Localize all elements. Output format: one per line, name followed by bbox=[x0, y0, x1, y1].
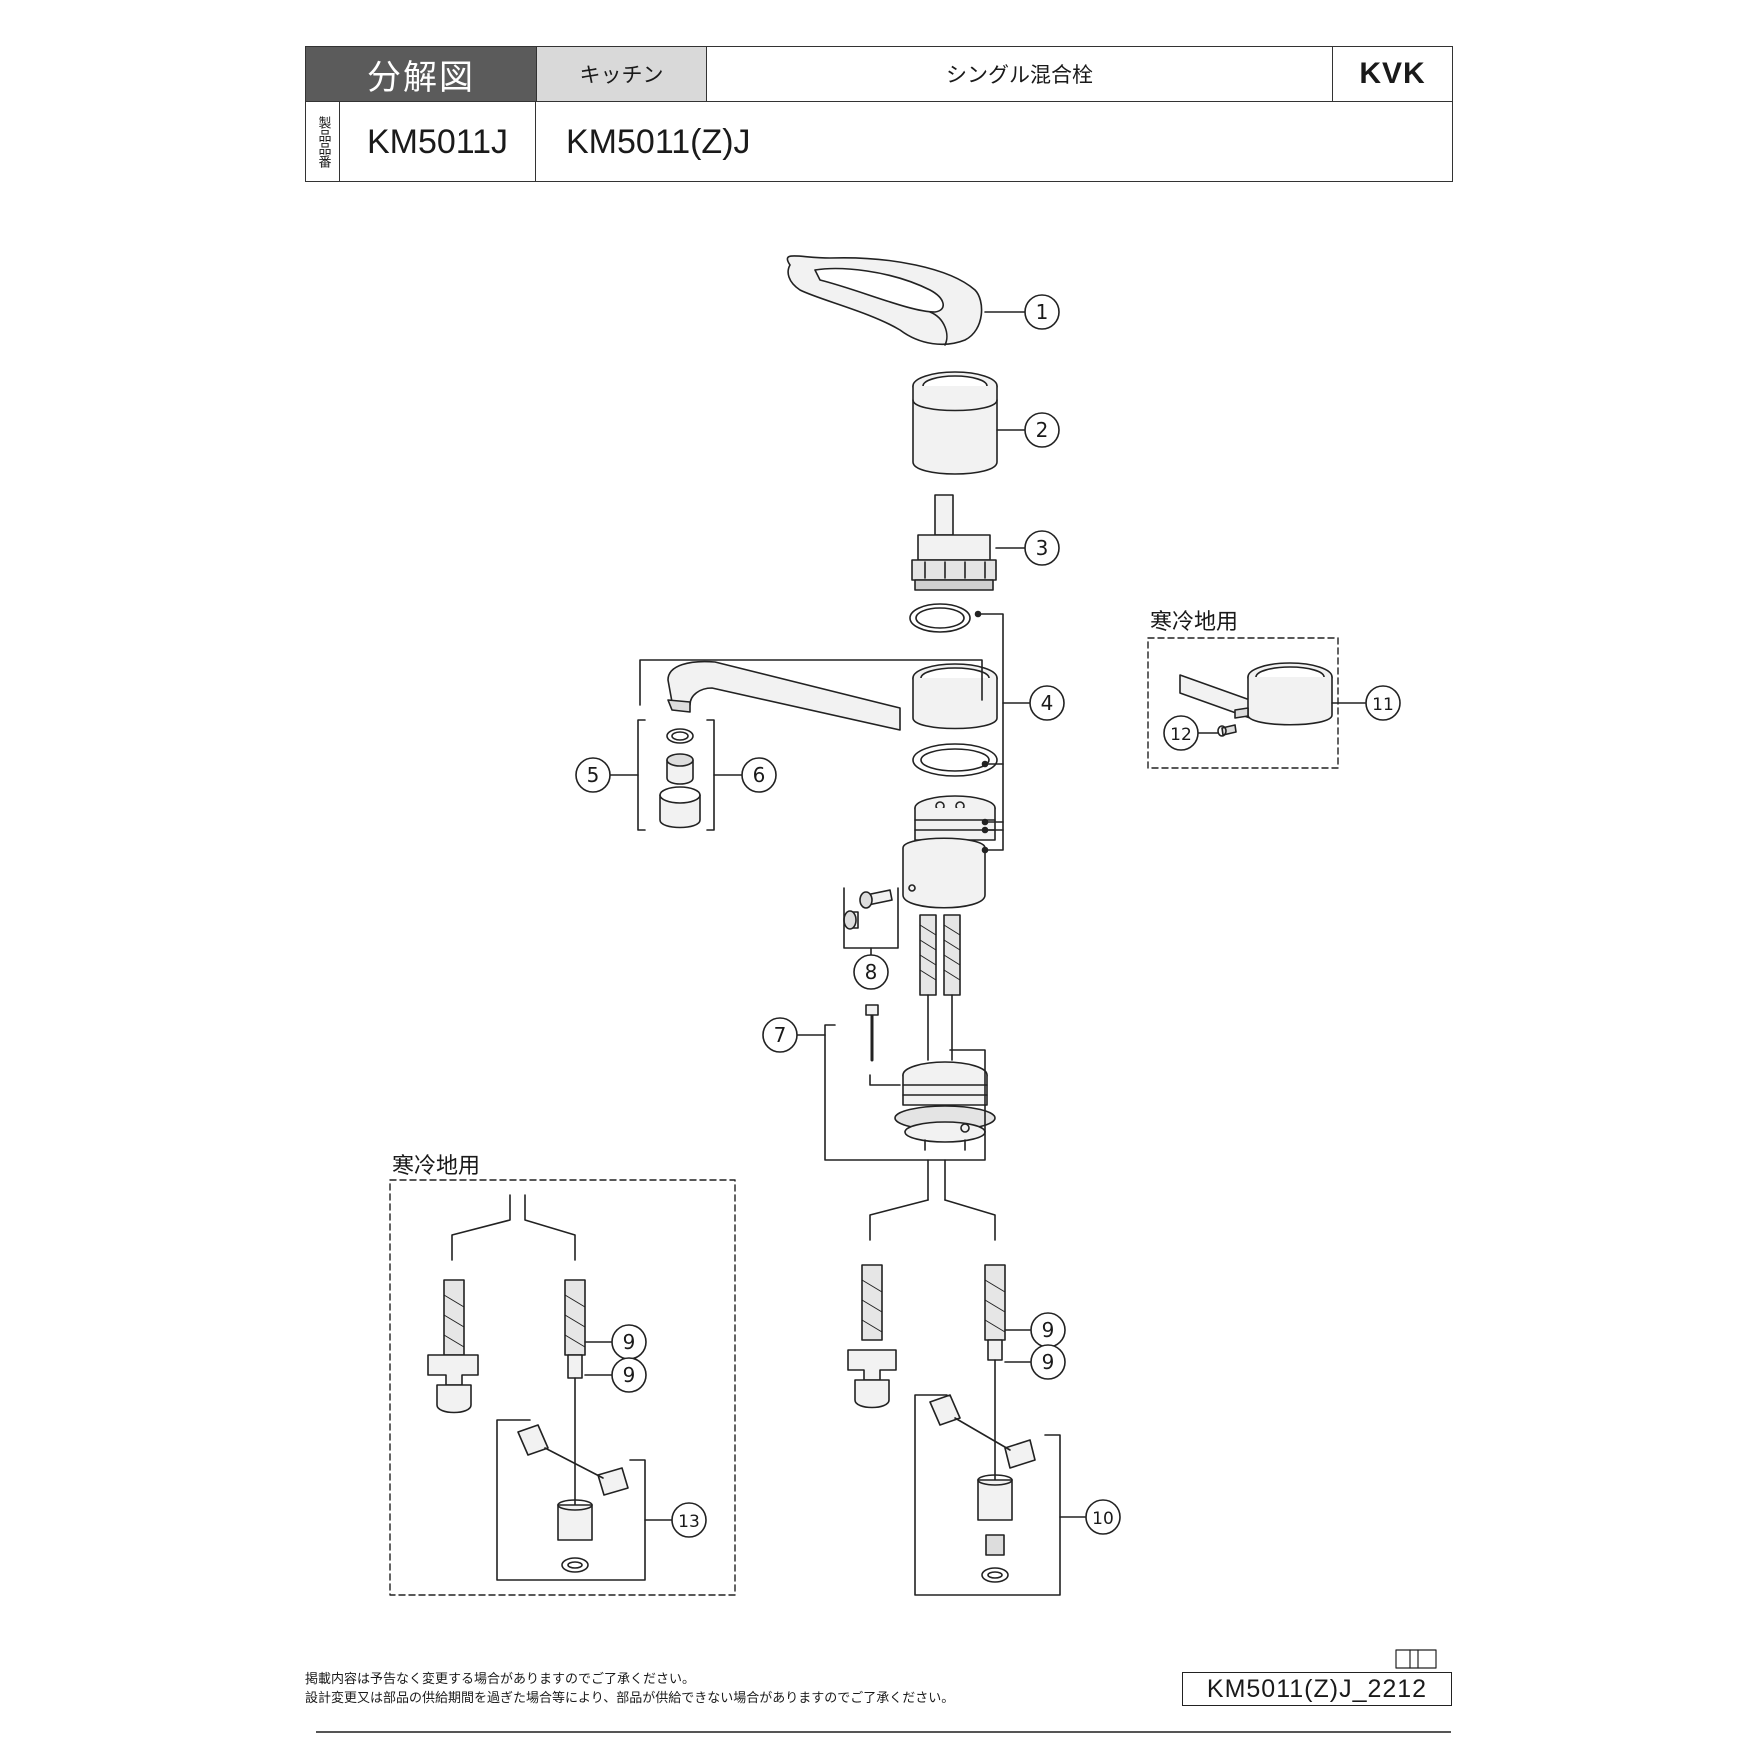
row-divider bbox=[306, 101, 1452, 102]
cover-cap-part bbox=[912, 371, 998, 475]
callout-9-right-lower: 9 bbox=[1030, 1344, 1066, 1380]
callout-8: 8 bbox=[853, 954, 889, 990]
svg-text:5: 5 bbox=[587, 763, 600, 787]
cold-region-inlet-set-part bbox=[517, 1424, 629, 1573]
callout-12: 12 bbox=[1163, 715, 1199, 751]
svg-text:10: 10 bbox=[1092, 1509, 1114, 1529]
cold-region-hose-left-part bbox=[427, 1279, 479, 1414]
svg-text:2: 2 bbox=[1036, 418, 1049, 442]
cold-region-label-upper: 寒冷地用 bbox=[1150, 610, 1239, 635]
water-inlet-set-part bbox=[929, 1394, 1036, 1583]
callout-13: 13 bbox=[671, 1502, 707, 1538]
svg-text:9: 9 bbox=[1042, 1350, 1055, 1374]
doc-title: 分解図 bbox=[306, 47, 536, 101]
svg-text:4: 4 bbox=[1041, 691, 1054, 715]
callout-1: 1 bbox=[1024, 294, 1060, 330]
cold-region-hose-right-part bbox=[564, 1279, 586, 1506]
model-primary: KM5011J bbox=[340, 102, 536, 182]
set-screw-part bbox=[843, 889, 893, 930]
standard-hose-left-part bbox=[847, 1264, 897, 1409]
svg-text:9: 9 bbox=[623, 1330, 636, 1354]
model-secondary: KM5011(Z)J bbox=[566, 122, 751, 161]
callout-4: 4 bbox=[1029, 685, 1065, 721]
lever-handle-part bbox=[786, 255, 983, 346]
svg-text:9: 9 bbox=[1042, 1318, 1055, 1342]
callout-9-right-upper: 9 bbox=[1030, 1312, 1066, 1348]
cartridge-part bbox=[911, 494, 997, 591]
svg-text:9: 9 bbox=[623, 1363, 636, 1387]
cold-region-spout-part bbox=[1179, 662, 1333, 737]
callout-9-left-lower: 9 bbox=[611, 1357, 647, 1393]
callout-7: 7 bbox=[762, 1017, 798, 1053]
mounting-base-part bbox=[865, 1004, 996, 1151]
svg-text:7: 7 bbox=[774, 1023, 787, 1047]
note-line-1: 掲載内容は予告なく変更する場合がありますのでご了承ください。 bbox=[305, 1672, 696, 1687]
svg-text:1: 1 bbox=[1036, 300, 1049, 324]
standard-hose-right-part bbox=[984, 1264, 1006, 1481]
callout-3: 3 bbox=[1024, 530, 1060, 566]
callout-6: 6 bbox=[741, 757, 777, 793]
bottom-rule bbox=[316, 1731, 1451, 1733]
svg-text:8: 8 bbox=[865, 960, 878, 984]
svg-text:11: 11 bbox=[1372, 695, 1394, 715]
callout-10: 10 bbox=[1085, 1499, 1121, 1535]
header-table: 分解図 キッチン シングル混合栓 KVK 製品品番 KM5011J KM5011… bbox=[305, 46, 1453, 182]
product-number-label: 製品品番 bbox=[306, 102, 340, 182]
cold-region-label-lower: 寒冷地用 bbox=[392, 1154, 481, 1179]
brand-logo: KVK bbox=[1332, 47, 1452, 101]
callout-11: 11 bbox=[1365, 685, 1401, 721]
svg-text:3: 3 bbox=[1036, 536, 1049, 560]
document-code: KM5011(Z)J_2212 bbox=[1182, 1672, 1452, 1706]
callout-9-left-upper: 9 bbox=[611, 1324, 647, 1360]
svg-text:6: 6 bbox=[753, 763, 766, 787]
supply-hoses-part bbox=[919, 914, 961, 1061]
note-line-2: 設計変更又は部品の供給期間を過ぎた場合等により、部品が供給できない場合があります… bbox=[305, 1691, 955, 1706]
callout-5: 5 bbox=[575, 757, 611, 793]
spout-assembly-part bbox=[667, 603, 998, 909]
category-label: キッチン bbox=[536, 47, 706, 101]
svg-text:13: 13 bbox=[678, 1512, 700, 1532]
callout-2: 2 bbox=[1024, 412, 1060, 448]
footer-notes: 掲載内容は予告なく変更する場合がありますのでご了承ください。 設計変更又は部品の… bbox=[305, 1670, 954, 1708]
svg-text:12: 12 bbox=[1170, 725, 1192, 745]
product-type: シングル混合栓 bbox=[706, 47, 1332, 101]
aerator-part bbox=[659, 728, 701, 829]
